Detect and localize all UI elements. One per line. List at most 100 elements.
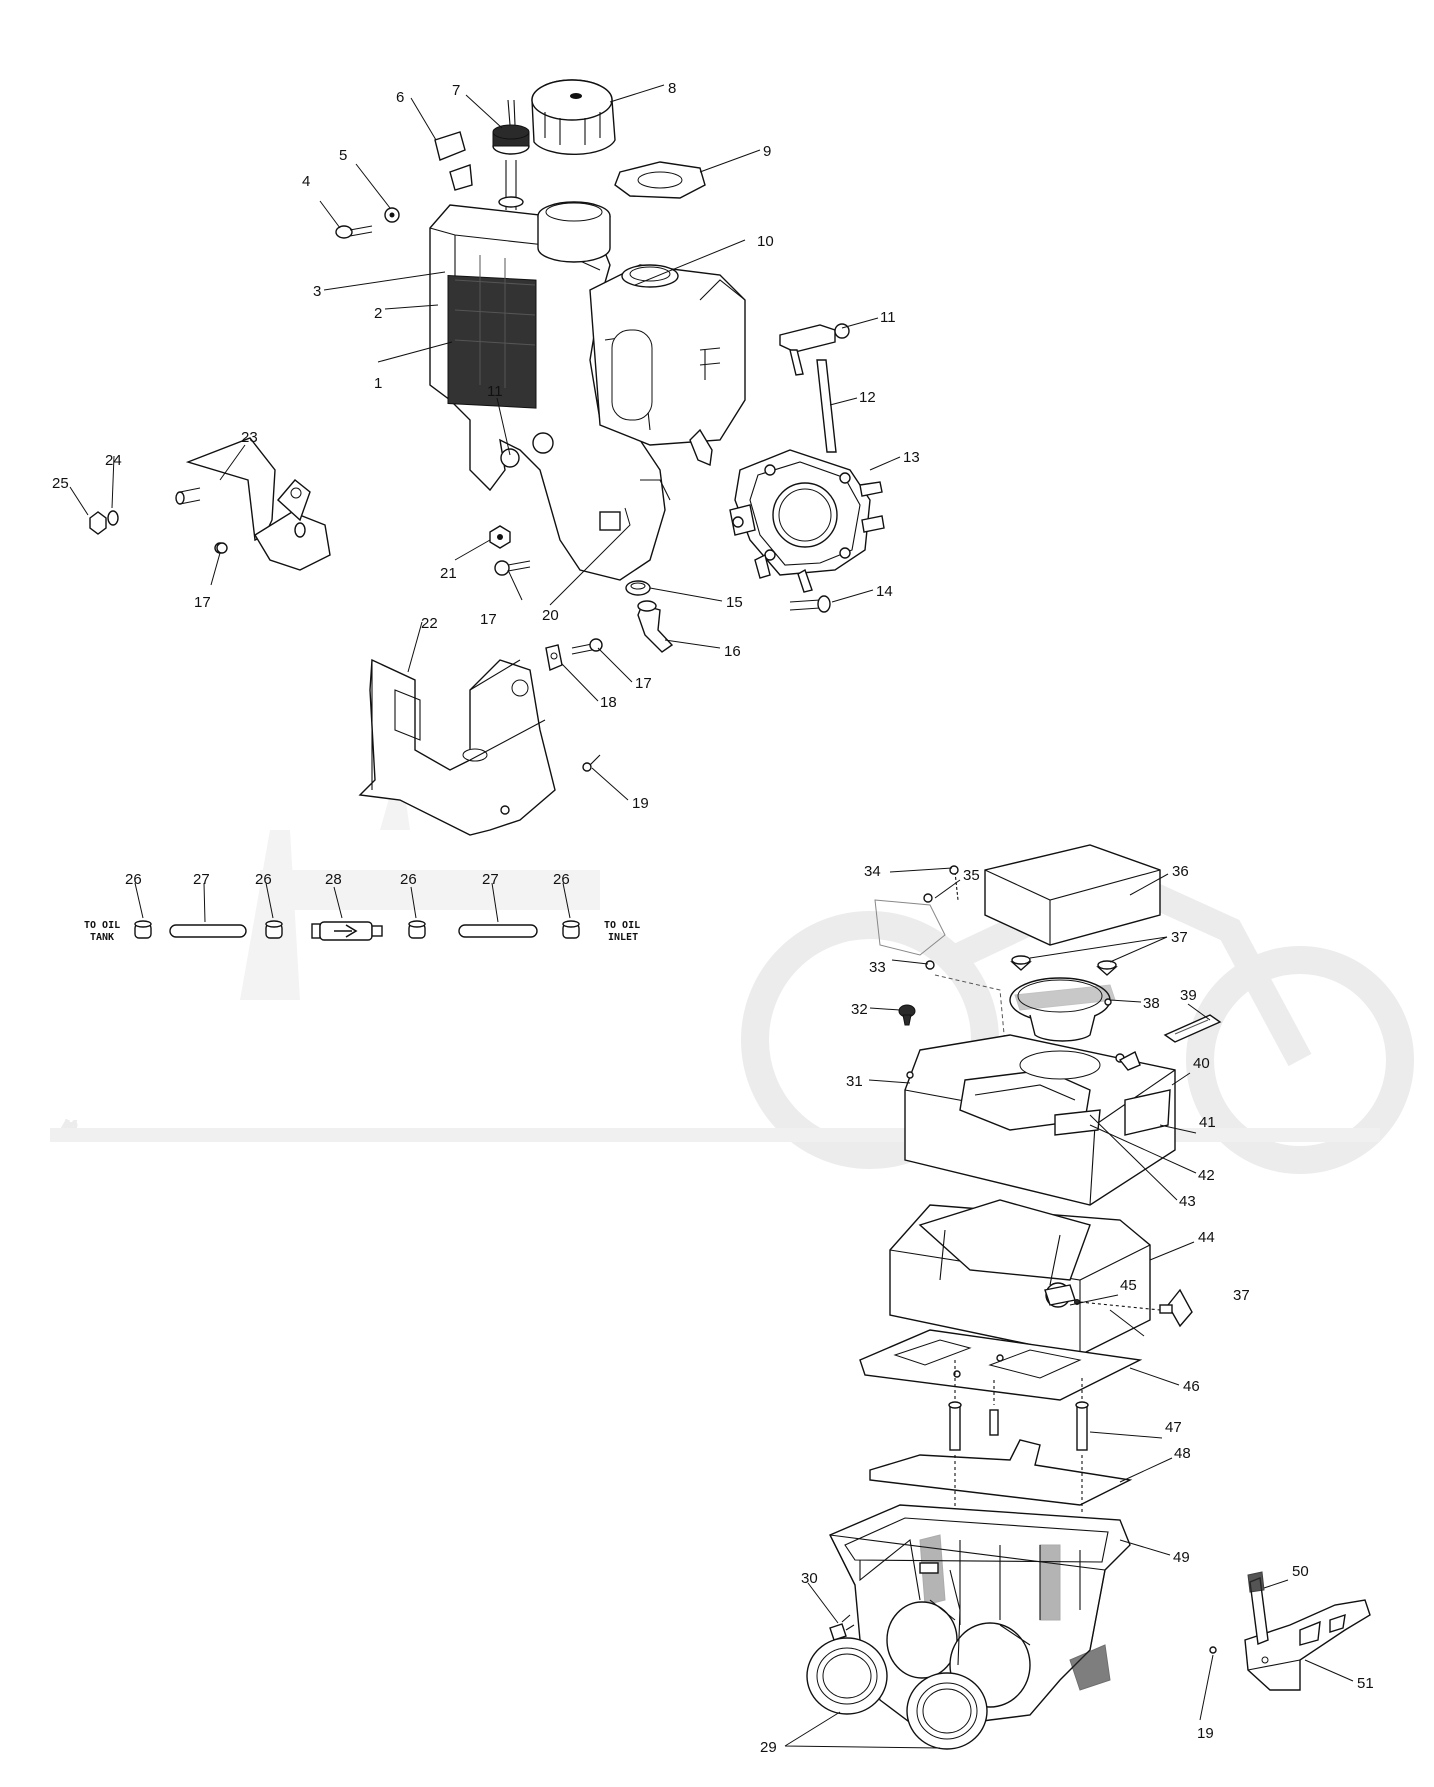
callout-14: 14 xyxy=(876,583,893,600)
callout-22: 22 xyxy=(421,615,438,632)
grommet-15 xyxy=(625,580,651,596)
callout-39: 39 xyxy=(1180,987,1197,1004)
callout-46: 46 xyxy=(1183,1378,1200,1395)
clamp-26-2 xyxy=(265,920,283,939)
callout-28: 28 xyxy=(325,871,342,888)
to-oil-tank-line2: TANK xyxy=(90,932,114,943)
callout-36: 36 xyxy=(1172,863,1189,880)
nut-25 xyxy=(89,511,107,535)
callout-21: 21 xyxy=(440,565,457,582)
oil-hose-row: TO OIL TANK TO OIL INLET xyxy=(84,920,640,943)
check-valve-28 xyxy=(311,921,383,941)
bracket-22 xyxy=(358,658,556,836)
callout-17-right: 17 xyxy=(635,675,652,692)
callout-49: 49 xyxy=(1173,1549,1190,1566)
callout-9: 9 xyxy=(763,143,771,160)
airbox-base-44 xyxy=(889,1199,1151,1356)
callout-3: 3 xyxy=(313,283,321,300)
callout-18: 18 xyxy=(600,694,617,711)
callout-30: 30 xyxy=(801,1570,818,1587)
hose-27-1 xyxy=(169,924,247,938)
callout-2: 2 xyxy=(374,305,382,322)
leader-lines xyxy=(69,84,1354,1749)
callout-51: 51 xyxy=(1357,1675,1374,1692)
grommet-37-a xyxy=(1010,955,1032,971)
rivet-19-upper xyxy=(582,754,601,772)
callout-40: 40 xyxy=(1193,1055,1210,1072)
callout-11-lower: 11 xyxy=(487,383,503,400)
to-oil-inlet-line2: INLET xyxy=(608,932,638,943)
rings-29 xyxy=(806,1637,988,1750)
callout-31: 31 xyxy=(846,1073,863,1090)
washer-24 xyxy=(107,510,119,526)
hose-27-2 xyxy=(458,924,538,938)
callout-26-4: 26 xyxy=(553,871,570,888)
gasket-46 xyxy=(859,1329,1143,1401)
callout-20: 20 xyxy=(542,607,559,624)
callout-33: 33 xyxy=(869,959,886,976)
callout-27-2: 27 xyxy=(482,871,499,888)
callout-42: 42 xyxy=(1198,1167,1215,1184)
grommet-37-b xyxy=(1096,960,1118,976)
watermark: AehMoto xyxy=(50,760,1414,1174)
callout-16: 16 xyxy=(724,643,741,660)
callout-27-1: 27 xyxy=(193,871,210,888)
callout-19-lower: 19 xyxy=(1197,1725,1214,1742)
plug-30 xyxy=(829,1614,855,1641)
to-oil-tank-line1: TO OIL xyxy=(84,920,120,931)
callout-34: 34 xyxy=(864,863,881,880)
foam-filter-36 xyxy=(984,844,1161,946)
callout-7: 7 xyxy=(452,82,460,99)
airbox-cover-40 xyxy=(904,1034,1176,1206)
callout-29: 29 xyxy=(760,1739,777,1756)
callout-13: 13 xyxy=(903,449,920,466)
clip-18 xyxy=(545,644,563,671)
screw-17-left xyxy=(216,542,228,554)
to-oil-inlet-line1: TO OIL xyxy=(604,920,640,931)
clamp-26-4 xyxy=(562,920,580,939)
oil-tank-assembly xyxy=(335,79,885,653)
callout-1: 1 xyxy=(374,375,382,392)
callout-26-2: 26 xyxy=(255,871,272,888)
callout-19-upper: 19 xyxy=(632,795,649,812)
bracket-23 xyxy=(175,437,331,571)
callout-6: 6 xyxy=(396,89,404,106)
callout-26-3: 26 xyxy=(400,871,417,888)
callout-8: 8 xyxy=(668,80,676,97)
callout-24: 24 xyxy=(105,452,122,469)
tab-20 xyxy=(599,511,621,531)
callout-43: 43 xyxy=(1179,1193,1196,1210)
callout-35: 35 xyxy=(963,867,980,884)
callout-32: 32 xyxy=(851,1001,868,1018)
clip-6 xyxy=(434,131,466,161)
callout-12: 12 xyxy=(859,389,876,406)
callout-10: 10 xyxy=(757,233,774,250)
callout-5: 5 xyxy=(339,147,347,164)
decal-1 xyxy=(447,274,537,409)
callout-23: 23 xyxy=(241,429,258,446)
tab-50 xyxy=(1247,1571,1269,1645)
callout-45: 45 xyxy=(1120,1277,1137,1294)
clamp-26-1 xyxy=(134,920,152,939)
air-box-assembly xyxy=(806,844,1371,1750)
oil-pump xyxy=(729,449,885,593)
callout-48: 48 xyxy=(1174,1445,1191,1462)
callout-17-left: 17 xyxy=(194,594,211,611)
callout-25: 25 xyxy=(52,475,69,492)
bracket-51 xyxy=(1244,1599,1371,1691)
screw-17-center xyxy=(494,560,531,576)
callout-37-right: 37 xyxy=(1233,1287,1250,1304)
callout-50: 50 xyxy=(1292,1563,1309,1580)
screw-14 xyxy=(789,595,831,613)
rivet-19-lower xyxy=(1209,1646,1217,1654)
callout-15: 15 xyxy=(726,594,743,611)
callout-11-upper: 11 xyxy=(880,309,896,326)
callout-17-center: 17 xyxy=(480,611,497,628)
decal-39 xyxy=(1163,1014,1222,1043)
plug-32 xyxy=(898,1004,916,1026)
spacers-47 xyxy=(948,1360,1089,1451)
callout-38: 38 xyxy=(1143,995,1160,1012)
intake-adapter-38 xyxy=(1009,977,1116,1042)
